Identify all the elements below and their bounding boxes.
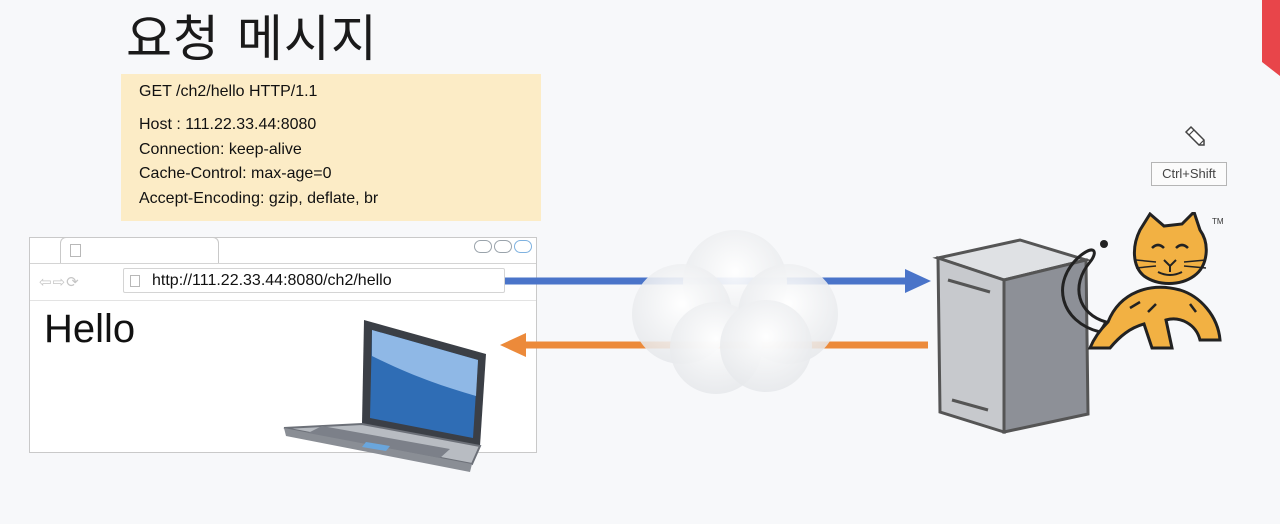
corner-accent <box>1262 0 1280 76</box>
header-cache-control: Cache-Control: max-age=0 <box>139 165 332 182</box>
url-text: http://111.22.33.44:8080/ch2/hello <box>152 272 392 289</box>
header-connection: Connection: keep-alive <box>139 141 302 158</box>
page-content-hello: Hello <box>44 307 136 351</box>
toolbar-divider <box>30 263 536 264</box>
header-host: Host : 111.22.33.44:8080 <box>139 116 317 133</box>
request-line: GET /ch2/hello HTTP/1.1 <box>139 83 318 100</box>
browser-tab[interactable] <box>60 237 219 264</box>
pencil-icon[interactable] <box>1183 124 1207 148</box>
request-message-box: GET /ch2/hello HTTP/1.1 Host : 111.22.33… <box>121 74 541 221</box>
maximize-icon[interactable] <box>494 240 512 253</box>
window-controls <box>474 240 532 253</box>
address-bar[interactable]: http://111.22.33.44:8080/ch2/hello <box>123 268 505 293</box>
page-icon <box>130 275 140 287</box>
nav-buttons[interactable]: ⇦⇨⟳ <box>39 273 80 291</box>
tomcat-logo-icon: TM <box>1061 212 1224 350</box>
header-accept-encoding: Accept-Encoding: gzip, deflate, br <box>139 190 379 207</box>
content-divider <box>30 300 536 301</box>
minimize-icon[interactable] <box>474 240 492 253</box>
shortcut-tooltip: Ctrl+Shift <box>1151 162 1227 186</box>
server-icon <box>932 238 1092 435</box>
page-icon <box>70 244 81 257</box>
laptop-icon <box>283 320 486 472</box>
internet-cloud <box>632 230 838 394</box>
close-icon[interactable] <box>514 240 532 253</box>
trademark-mark: TM <box>1212 217 1224 226</box>
slide-title: 요청 메시지 <box>126 10 378 68</box>
